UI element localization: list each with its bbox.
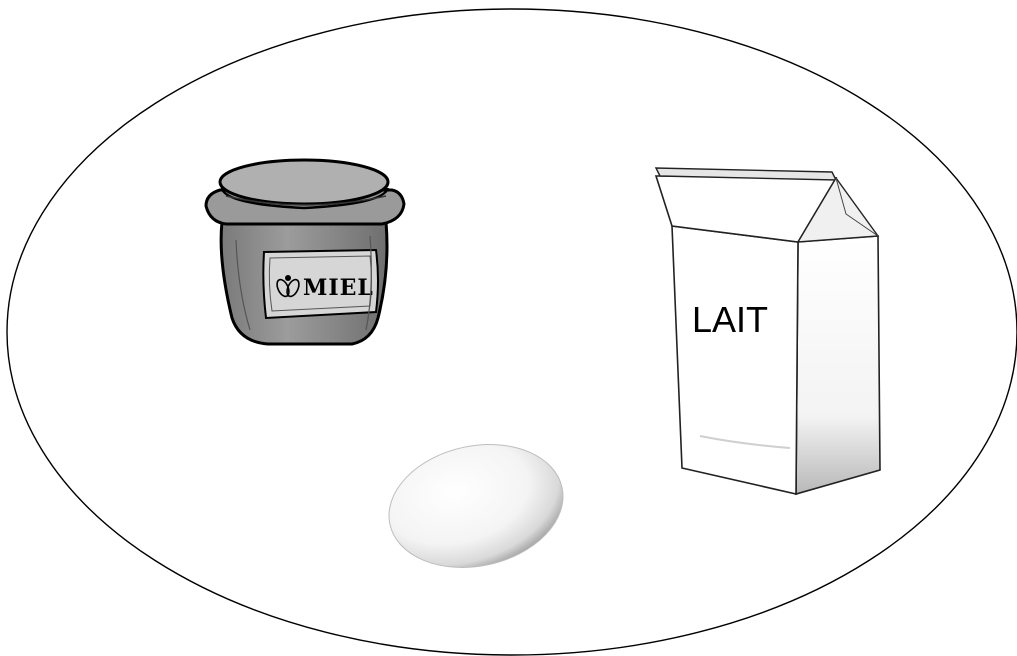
carton-label-text: LAIT: [692, 299, 768, 340]
jar-label-text: MIEL: [303, 275, 374, 301]
honey-jar-icon: MIEL: [206, 160, 404, 344]
milk-carton-icon: LAIT: [656, 168, 880, 494]
egg-icon: [377, 429, 574, 583]
